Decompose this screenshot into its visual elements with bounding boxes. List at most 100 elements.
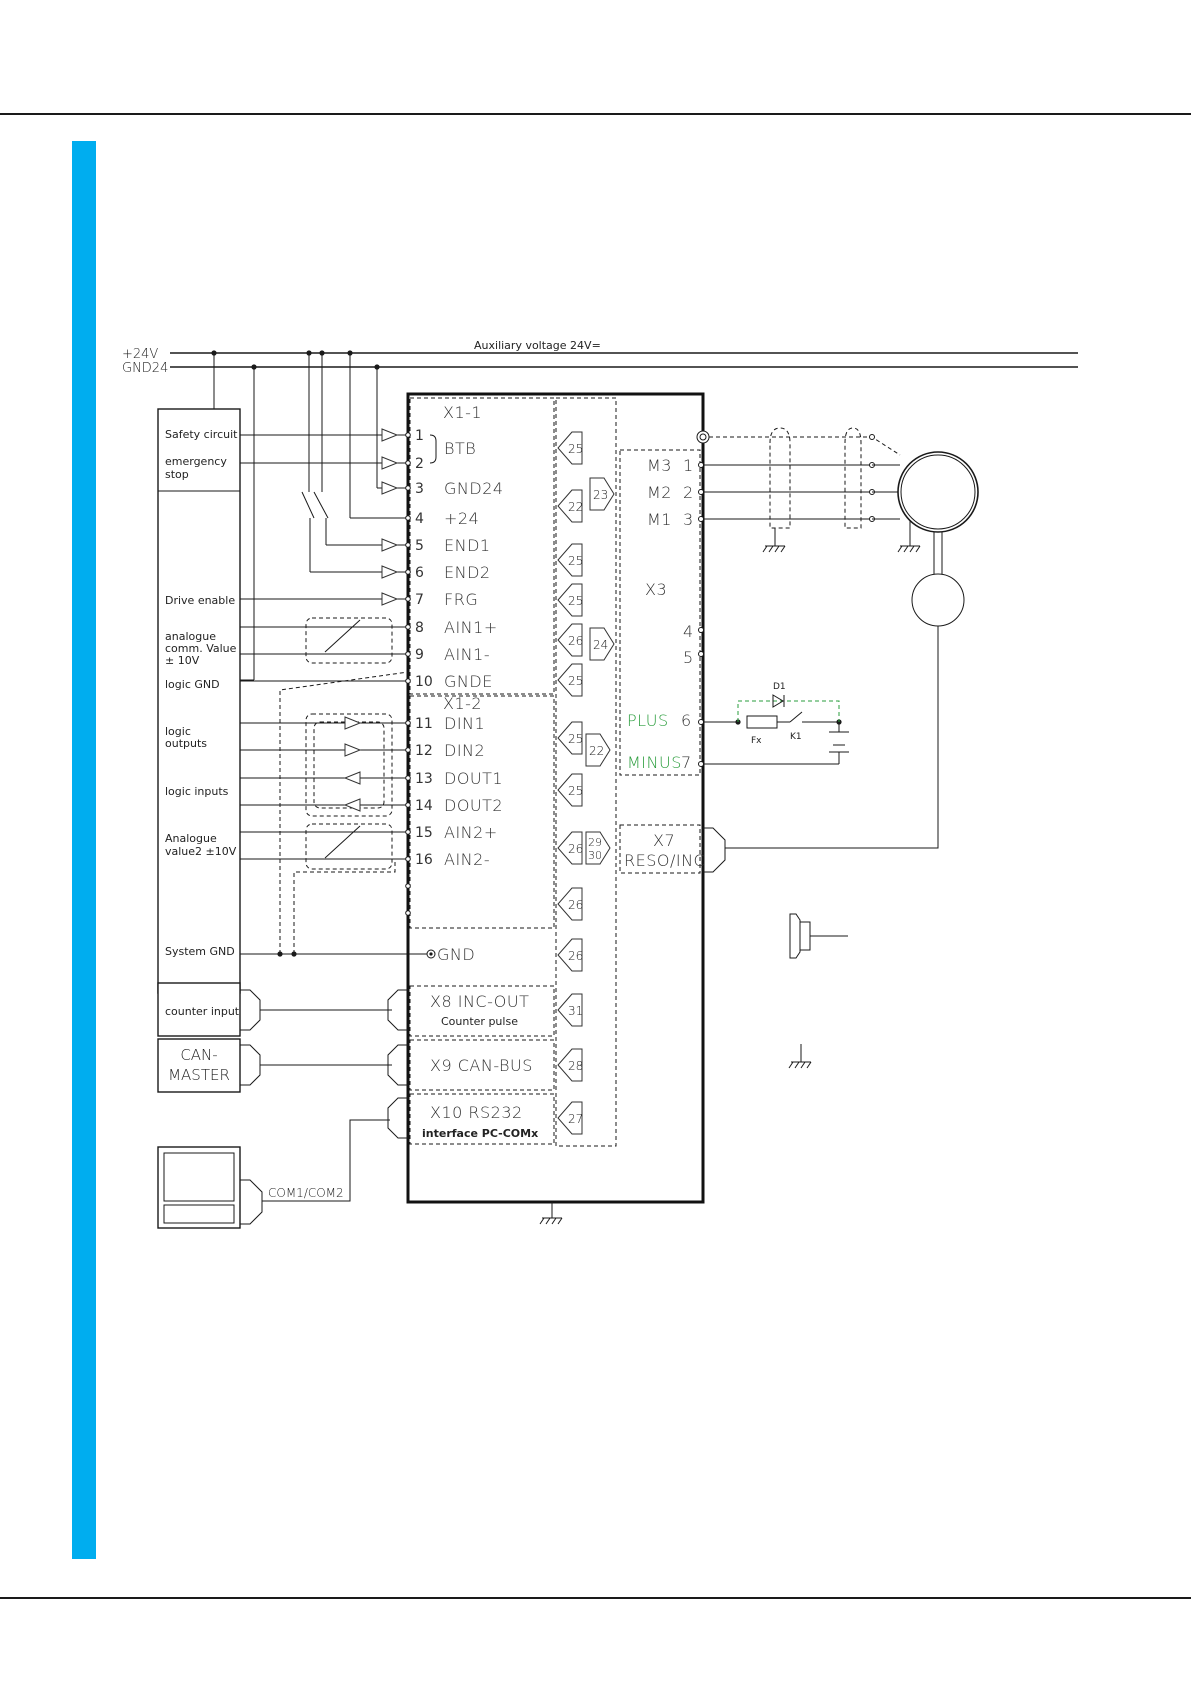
x3-m2-label: M2 [647,483,672,502]
can-master-box [157,1038,241,1093]
ref-number: 25 [568,784,583,798]
pin-label: AIN2+ [444,823,498,842]
btb-label: BTB [444,439,476,458]
ref-number: 22 [568,500,583,514]
ref-column [555,397,617,1147]
pin-number: 1 [415,428,424,444]
ref-number: 26 [568,949,583,963]
diode-label: D1 [773,682,786,692]
emergency-stop-label-2: stop [165,468,189,481]
logic-outputs-label-2: outputs [165,737,207,750]
x7-title: X7 [653,831,675,850]
x3-pin-number: 6 [681,711,692,730]
resolver [911,573,965,627]
analogue-value2-label: Analogue [165,832,217,845]
x10-subtitle: interface PC-COMx [422,1127,538,1140]
ref-number: 26 [568,842,583,856]
x9-block [409,1039,555,1091]
ref-number: 30 [588,849,602,862]
connector-symbol [799,921,811,951]
logic-gnd-label: logic GND [165,678,220,691]
left-terminal-panel [157,408,241,994]
pin-number: 4 [415,511,424,527]
x3-pin-number: 3 [683,510,694,529]
ref-number: 25 [568,674,583,688]
footer-rule [0,1597,1191,1599]
ref-number: 23 [593,488,608,502]
x9-title: X9 CAN-BUS [430,1056,533,1075]
x8-block [409,985,555,1037]
x8-subtitle: Counter pulse [441,1015,518,1028]
x1-1-title: X1-1 [443,403,482,422]
x1-2-title: X1-2 [443,694,482,713]
pin-label: END2 [444,563,491,582]
ref-number: 22 [589,744,604,758]
pin-number: 15 [415,825,433,841]
ref-number: 31 [568,1004,583,1018]
counter-input-box [157,982,241,1037]
safety-circuit-label: Safety circuit [165,428,238,441]
pin-label: AIN1+ [444,618,498,637]
chapter-accent-bar [72,141,96,1559]
x3-plus-label: PLUS [627,711,669,730]
x3-m3-label: M3 [647,456,672,475]
pin-number: 10 [415,674,433,690]
ref-number: 28 [568,1059,583,1073]
logic-inputs-label: logic inputs [165,785,229,798]
pin-number: 14 [415,798,433,814]
analogue-comm-label-2: comm. Value [165,642,237,655]
pin-label: AIN2- [444,850,490,869]
ref-number: 24 [593,638,608,652]
x3-minus-label: MINUS [627,753,682,772]
x3-pin-number: 2 [683,483,694,502]
pin-number: 11 [415,716,433,732]
ref-number: 25 [568,594,583,608]
pin-label: +24 [444,509,479,528]
x3-pin-number: 7 [681,753,692,772]
ref-number: 26 [568,898,583,912]
can-master-label-2: MASTER [168,1066,230,1084]
counter-input-label: counter input [165,1005,240,1018]
x10-title: X10 RS232 [430,1103,523,1122]
x3-pin-number: 5 [683,648,694,667]
drive-enable-label: Drive enable [165,594,235,607]
x3-pin-number: 1 [683,456,694,475]
ref-number: 26 [568,634,583,648]
pin-label: AIN1- [444,645,490,664]
fuse-label: Fx [751,736,762,746]
pin-label: END1 [444,536,491,555]
can-master-label: CAN- [180,1046,217,1064]
x3-block [619,449,701,776]
aux-voltage-label: Auxiliary voltage 24V= [474,339,601,352]
x3-m1-label: M1 [647,510,672,529]
pin-number: 16 [415,852,433,868]
pin-number: 3 [415,481,424,497]
x7-block [619,824,701,874]
header-rule [0,113,1191,115]
pin-number: 13 [415,771,433,787]
pin-label: DOUT1 [444,769,503,788]
pin-label: FRG [444,590,478,609]
x10-block [409,1093,555,1145]
pin-label: DOUT2 [444,796,503,815]
pin-number: 6 [415,565,424,581]
pin-number: 5 [415,538,424,554]
pin-number: 12 [415,743,433,759]
relay-label: K1 [790,732,802,742]
logic-outputs-label: logic [165,725,191,738]
x1-2-block [409,695,555,929]
rail-gnd24-label: GND24 [122,361,168,376]
x7-subtitle: RESO/INC [624,851,705,870]
reference-arrows: 25 22 23 25 25 26 24 25 25 22 25 26 29 3… [557,431,615,1135]
com-port-label: COM1/COM2 [268,1186,344,1200]
x8-title: X8 INC-OUT [430,992,529,1011]
gnd-label: GND [437,945,475,964]
system-gnd-label: System GND [165,945,235,958]
emergency-stop-label: emergency [165,455,227,468]
pc-computer [157,1146,241,1229]
x1-1-pins: 1 2 3 GND24 4 +24 5 END1 6 END2 7 FRG 8 … [405,428,503,691]
analogue-value2-label-2: value2 ±10V [165,845,237,858]
pin-label: GNDE [444,672,493,691]
